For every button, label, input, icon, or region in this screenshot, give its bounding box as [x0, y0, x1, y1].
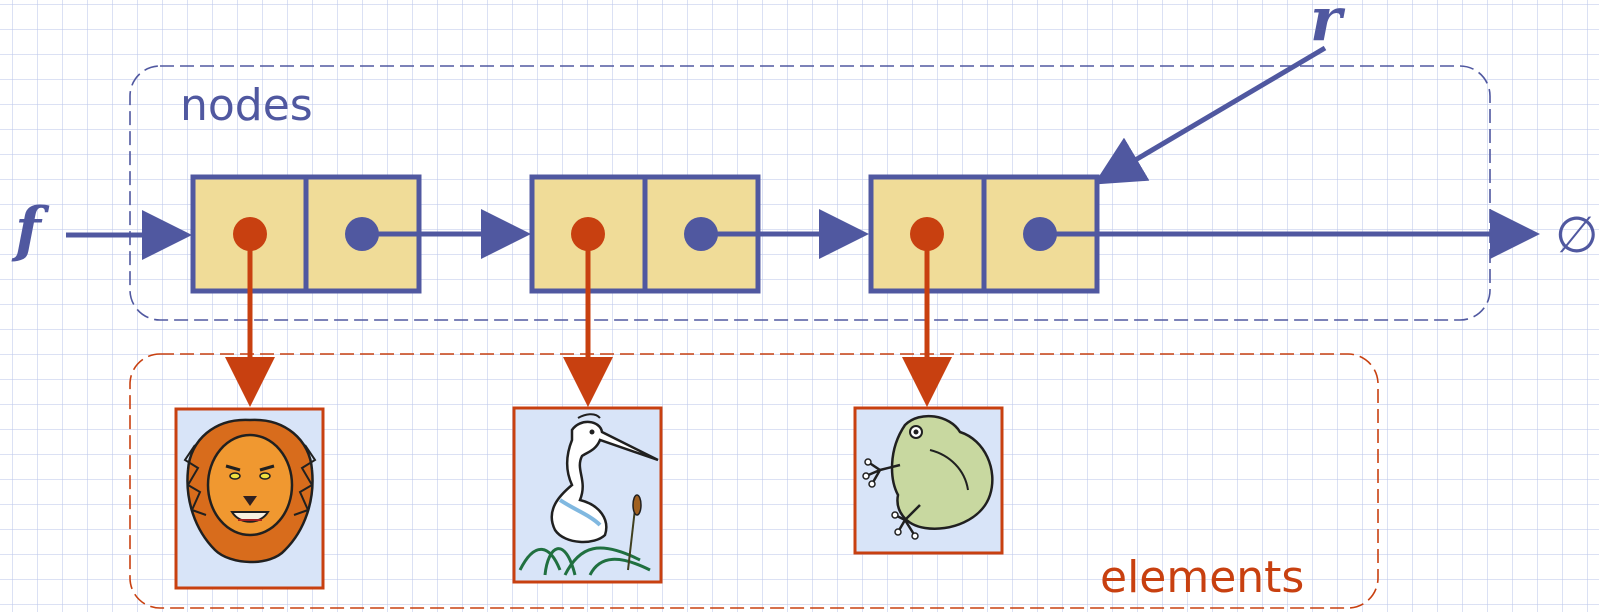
nodes-group-label: nodes — [180, 80, 313, 131]
element-frog — [853, 406, 1004, 555]
node-3-element-dot — [910, 217, 944, 251]
nodes-group-box — [129, 65, 1491, 321]
node-2-next-dot — [684, 217, 718, 251]
node-3-next-dot — [1023, 217, 1057, 251]
rear-pointer-label: r — [1310, 0, 1346, 55]
rear-arrow — [1093, 45, 1327, 185]
elements-group-label: elements — [1100, 552, 1304, 603]
element-lion — [174, 407, 325, 590]
node-2-element-dot — [571, 217, 605, 251]
node-1-element-dot — [233, 217, 267, 251]
lion-icon — [183, 418, 317, 564]
elements-group-box — [129, 353, 1379, 609]
null-symbol: ∅ — [1555, 206, 1599, 264]
element-heron — [512, 406, 663, 584]
node-1-next-dot — [345, 217, 379, 251]
node-3 — [868, 174, 1540, 407]
heron-icon — [518, 413, 659, 576]
front-pointer-label: f — [11, 195, 50, 265]
node-1 — [190, 174, 531, 407]
node-2 — [529, 174, 869, 407]
frog-icon — [862, 414, 994, 540]
